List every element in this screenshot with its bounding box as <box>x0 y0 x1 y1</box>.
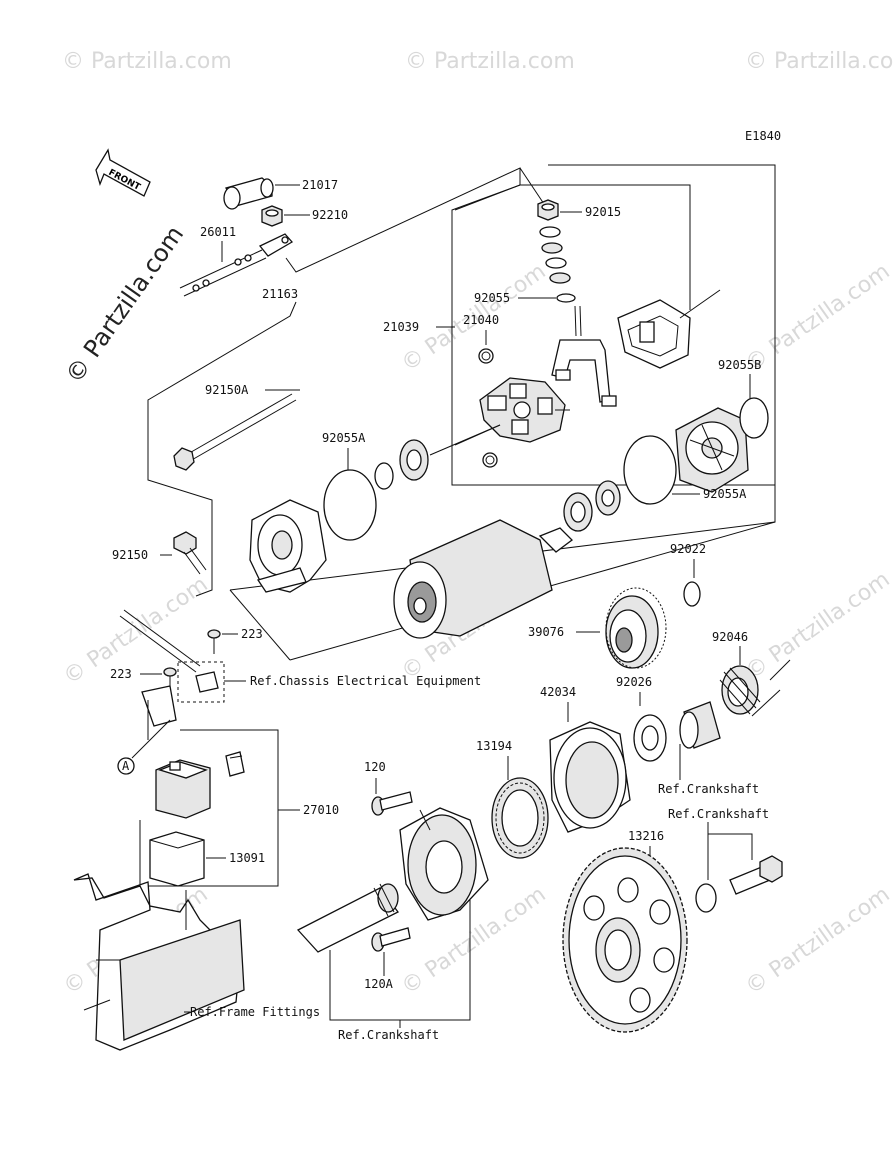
brush-spring-21040 <box>478 348 494 364</box>
clutch-housing-42034 <box>549 721 631 833</box>
nut-92015 <box>537 199 559 221</box>
idle-gear-39076 <box>605 587 667 669</box>
relay-bracket <box>141 685 177 740</box>
front-arrow-icon: FRONT <box>95 148 151 197</box>
label-26011: 26011 <box>200 225 236 239</box>
brush-spring-lower <box>482 452 498 468</box>
watermark-lower-right: © Partzilla.com <box>741 567 894 685</box>
oring-92055A-right <box>623 435 677 505</box>
terminal-boot-21017 <box>223 177 274 210</box>
starter-lead-26011 <box>179 233 294 297</box>
label-92055B: 92055B <box>718 358 761 372</box>
rear-bearing-pair <box>563 480 621 532</box>
bolt-120 <box>371 791 413 816</box>
label-223-left: 223 <box>110 667 132 681</box>
label-42034: 42034 <box>540 685 576 699</box>
label-92150: 92150 <box>112 548 148 562</box>
marker-A-label: A <box>122 759 130 773</box>
label-92055-oring: 92055 <box>474 291 510 305</box>
washer-92026 <box>633 714 667 762</box>
screw-223-top <box>207 629 221 654</box>
nut-92210 <box>261 205 283 227</box>
bolt-120A <box>371 927 411 952</box>
label-13194: 13194 <box>476 739 512 753</box>
brush-cover <box>617 299 691 369</box>
front-cover <box>249 499 327 593</box>
crankshaft-end <box>296 883 399 953</box>
label-21163: 21163 <box>262 287 298 301</box>
watermark-prominent: © Partzilla.com <box>60 221 189 389</box>
label-92150A: 92150A <box>205 383 249 397</box>
end-cover-right <box>675 407 749 493</box>
label-92026: 92026 <box>616 675 652 689</box>
through-bolt-92150A <box>173 393 297 471</box>
watermark-lower-left: © Partzilla.com <box>59 572 212 690</box>
spacer-sleeve <box>679 701 721 749</box>
washer-front <box>374 462 394 490</box>
diagram-code: E1840 <box>745 129 781 143</box>
label-21039: 21039 <box>383 320 419 334</box>
label-92055A-left: 92055A <box>322 431 366 445</box>
label-120: 120 <box>364 760 386 774</box>
ref-frame-fittings: Ref.Frame Fittings <box>190 1005 320 1019</box>
washer-crankshaft <box>695 883 717 913</box>
label-13216: 13216 <box>628 829 664 843</box>
ref-crankshaft-3: Ref.Crankshaft <box>338 1028 439 1042</box>
watermark-mid-right: © Partzilla.com <box>741 259 894 377</box>
oring-92055B <box>739 397 769 439</box>
label-21017: 21017 <box>302 178 338 192</box>
label-39076: 39076 <box>528 625 564 639</box>
watermark-bottom-right: © Partzilla.com <box>741 882 894 1000</box>
label-92022: 92022 <box>670 542 706 556</box>
bolt-crankshaft <box>729 855 783 895</box>
needle-bearing-92046 <box>719 665 761 715</box>
watermark-top-right: © Partzilla.com <box>745 49 894 74</box>
label-92210: 92210 <box>312 208 348 222</box>
label-13091: 13091 <box>229 851 265 865</box>
bearing-front <box>399 439 429 481</box>
label-92046: 92046 <box>712 630 748 644</box>
ref-chassis-electrical: Ref.Chassis Electrical Equipment <box>250 674 481 688</box>
starter-driven-gear-13216 <box>562 847 688 1033</box>
ref-crankshaft-2: Ref.Crankshaft <box>668 807 769 821</box>
label-27010: 27010 <box>303 803 339 817</box>
chassis-ref-box <box>177 661 225 703</box>
label-92055A-right: 92055A <box>703 487 747 501</box>
starter-relay-27010 <box>155 759 211 819</box>
one-way-clutch-13194 <box>491 777 549 859</box>
screw-223-left <box>163 667 177 690</box>
starter-clutch-body <box>399 807 489 921</box>
frame-fittings <box>73 873 245 1051</box>
fuse-small <box>225 751 245 777</box>
washer-stack <box>539 226 576 303</box>
label-223-top: 223 <box>241 627 263 641</box>
watermark-top-center: © Partzilla.com <box>405 49 575 74</box>
bolt-92150 <box>173 531 207 575</box>
terminal-bolt <box>551 305 617 407</box>
marker-A <box>117 757 135 775</box>
washer-92022 <box>683 581 701 607</box>
watermark-top-left: © Partzilla.com <box>62 49 232 74</box>
label-21040: 21040 <box>463 313 499 327</box>
label-92015: 92015 <box>585 205 621 219</box>
starter-motor-body <box>393 519 573 639</box>
label-120A: 120A <box>364 977 394 991</box>
wire-harness-top <box>119 609 201 673</box>
relay-cover-13091 <box>149 831 205 887</box>
ref-crankshaft-1: Ref.Crankshaft <box>658 782 759 796</box>
brush-plate-21039 <box>479 377 566 443</box>
oring-92055A-left <box>323 469 377 541</box>
